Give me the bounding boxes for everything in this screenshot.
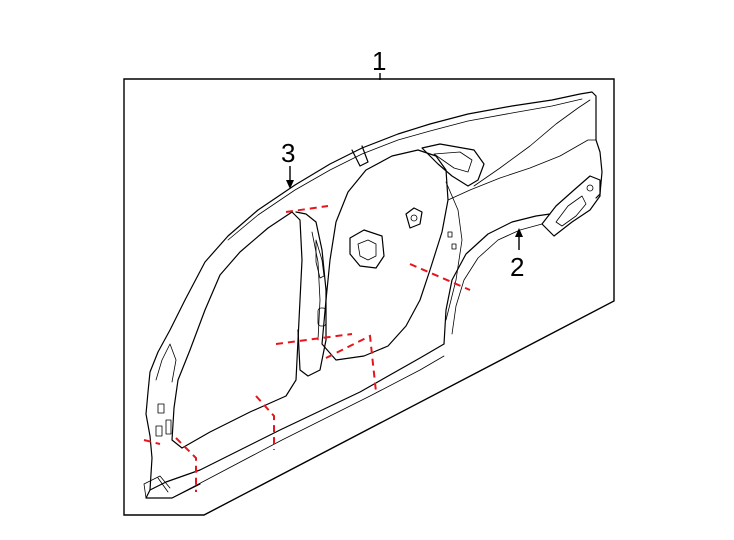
a-pillar-inner <box>155 343 177 383</box>
b-pillar-channel <box>315 239 325 279</box>
quarter-window-inner <box>433 151 473 173</box>
callout-3-arrowhead <box>286 180 294 189</box>
callout-3-label: 3 <box>281 138 295 168</box>
door-shut-line <box>445 181 463 321</box>
cut-line-b-pillar-base <box>325 334 377 393</box>
c-pillar-hole-2 <box>451 243 457 250</box>
cut-line-roof-rail <box>285 205 329 213</box>
callout-1-label: 1 <box>372 46 386 76</box>
cut-line-b-pillar-lower <box>275 333 353 345</box>
rear-wheel-arch-lip <box>451 223 543 335</box>
rocker-panel <box>149 343 445 491</box>
callout-2-arrowhead <box>515 228 523 237</box>
a-pillar-slot <box>165 419 172 435</box>
rocker-lower-edge <box>171 355 445 499</box>
rocker-flange <box>143 475 171 499</box>
quarter-top-edge <box>473 99 591 187</box>
a-pillar-hole-upper <box>157 403 165 414</box>
rear-wheel-arch <box>443 213 551 345</box>
striker-bracket-inner <box>357 239 377 261</box>
c-pillar-hole-1 <box>447 231 453 238</box>
tail-lamp-opening <box>555 195 587 227</box>
b-pillar-slot <box>317 307 327 327</box>
rear-door-opening <box>321 149 449 361</box>
a-pillar <box>145 391 201 499</box>
cut-line-rocker-mid <box>255 395 275 450</box>
hinge-bracket <box>405 207 423 229</box>
tail-lamp-pocket <box>541 175 601 237</box>
cut-lines <box>143 205 471 492</box>
roof-rail-joint <box>351 145 369 167</box>
b-pillar-inner <box>311 231 321 341</box>
front-door-opening <box>171 211 303 449</box>
cut-line-a-pillar-upper <box>143 439 161 445</box>
quarter-body-line <box>447 139 597 201</box>
cut-line-a-pillar-lower <box>175 437 197 492</box>
body-side-panel <box>143 91 603 499</box>
diagram-frame <box>123 78 615 516</box>
tail-lamp-hole <box>586 184 594 192</box>
cut-line-quarter <box>409 263 471 291</box>
callout-2-label: 2 <box>510 252 524 282</box>
quarter-window-opening <box>421 143 485 187</box>
striker-bracket <box>349 229 385 269</box>
hinge-bracket-hole <box>410 214 418 222</box>
roof-rail-inner <box>227 98 583 241</box>
roof-rail <box>147 91 603 393</box>
a-pillar-hole-lower <box>155 425 163 437</box>
